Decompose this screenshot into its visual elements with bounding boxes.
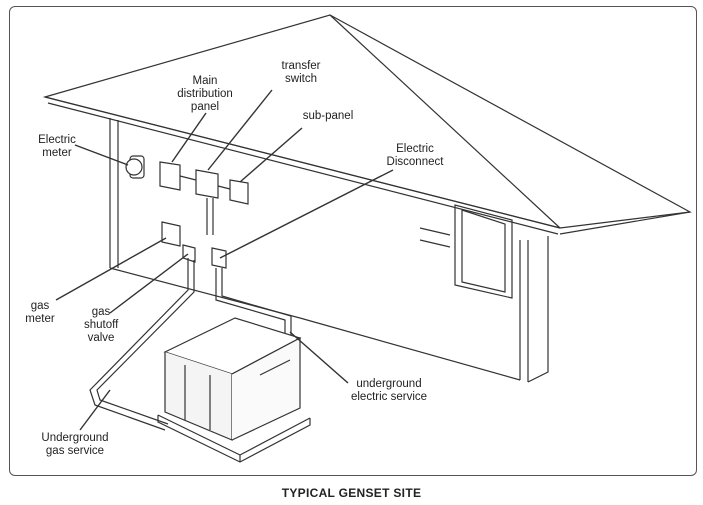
- panels: [159, 161, 249, 235]
- figure-caption: TYPICAL GENSET SITE: [281, 486, 422, 500]
- window: [419, 204, 513, 299]
- label-main-distribution-panel: Main distribution panel: [177, 75, 233, 113]
- label-electric-meter: Electric meter: [38, 134, 76, 159]
- diagram-frame: [9, 6, 697, 476]
- label-transfer-switch: transfer switch: [281, 60, 321, 85]
- gas-pipe: [89, 258, 195, 431]
- gas-meter-device: [161, 221, 196, 263]
- label-gas-shutoff-valve: gas shutoff valve: [84, 306, 119, 344]
- label-electric-disconnect: Electric Disconnect: [386, 143, 444, 168]
- roof: [42, 14, 692, 235]
- label-sub-panel: sub-panel: [302, 110, 354, 122]
- generator: [157, 317, 311, 463]
- label-underground-gas-service: Underground gas service: [41, 432, 109, 457]
- electric-meter-device: [125, 155, 145, 179]
- leader-lines: [55, 89, 394, 431]
- disconnect-device: [211, 247, 227, 269]
- label-gas-meter: gas meter: [25, 300, 55, 325]
- label-underground-electric-service: underground electric service: [350, 378, 428, 403]
